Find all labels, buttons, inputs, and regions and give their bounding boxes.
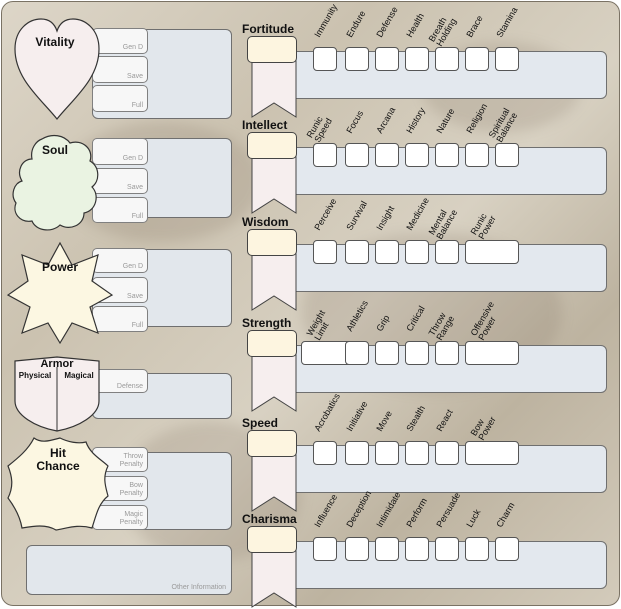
field-label: Gen D xyxy=(122,155,143,162)
speed-skill-5-field[interactable] xyxy=(435,441,459,465)
power-gen-d-field[interactable]: Gen D xyxy=(92,248,148,273)
power-full-field[interactable]: Full xyxy=(92,306,148,332)
field-label: Full xyxy=(131,322,143,329)
field-label: Save xyxy=(127,184,143,191)
fortitude-skill-3-field[interactable] xyxy=(375,47,399,71)
field-label: Full xyxy=(131,102,143,109)
fortitude-skill-7-field[interactable] xyxy=(495,47,519,71)
intellect-skill-7-field[interactable] xyxy=(495,143,519,167)
fortitude-score-field[interactable] xyxy=(247,36,297,63)
speed-skill-1-field[interactable] xyxy=(313,441,337,465)
strength-title: Strength xyxy=(242,316,292,330)
star-icon xyxy=(6,241,114,345)
wisdom-skill-5-field[interactable] xyxy=(435,240,459,264)
charisma-skill-2-field[interactable] xyxy=(345,537,369,561)
fortitude-skill-2-field[interactable] xyxy=(345,47,369,71)
speed-score-field[interactable] xyxy=(247,430,297,457)
fortitude-skill-5-field[interactable] xyxy=(435,47,459,71)
charisma-skill-1-field[interactable] xyxy=(313,537,337,561)
field-label: Full xyxy=(131,213,143,220)
strength-skill-2-field[interactable] xyxy=(345,341,369,365)
armor-magical-label: Magical xyxy=(64,371,94,380)
strength-skill-6-field[interactable] xyxy=(465,341,519,365)
fortitude-skill-1-field[interactable] xyxy=(313,47,337,71)
field-label: Defense xyxy=(116,383,143,390)
soul-save-field[interactable]: Save xyxy=(92,168,148,194)
soul-full-field[interactable]: Full xyxy=(92,197,148,223)
charisma-score-field[interactable] xyxy=(247,526,297,553)
cloud-icon xyxy=(12,133,100,233)
charisma-title: Charisma xyxy=(242,512,297,526)
intellect-skill-2-field[interactable] xyxy=(345,143,369,167)
strength-skill-5-field[interactable] xyxy=(435,341,459,365)
field-label: Gen D xyxy=(122,44,143,51)
other-information-field[interactable]: Other Information xyxy=(26,545,232,595)
field-label: Bow Penalty xyxy=(119,481,143,497)
wisdom-skill-2-field[interactable] xyxy=(345,240,369,264)
intellect-title: Intellect xyxy=(242,118,288,132)
fortitude-skill-6-field[interactable] xyxy=(465,47,489,71)
soul-gen-d-field[interactable]: Gen D xyxy=(92,138,148,165)
intellect-skill-1-field[interactable] xyxy=(313,143,337,167)
fortitude-title: Fortitude xyxy=(242,22,294,36)
speed-skill-2-field[interactable] xyxy=(345,441,369,465)
hit-chance-label: Hit Chance xyxy=(36,446,80,474)
burst-icon xyxy=(6,436,110,532)
charisma-skill-4-field[interactable] xyxy=(405,537,429,561)
speed-skill-6-field[interactable] xyxy=(465,441,519,465)
field-label: Save xyxy=(127,293,143,300)
armor-physical-label: Physical xyxy=(18,371,52,380)
strength-skill-4-field[interactable] xyxy=(405,341,429,365)
wisdom-skill-6-field[interactable] xyxy=(465,240,519,264)
charisma-skill-7-field[interactable] xyxy=(495,537,519,561)
speed-skill-4-field[interactable] xyxy=(405,441,429,465)
armor-label: Armor xyxy=(40,358,74,370)
charisma-skill-5-field[interactable] xyxy=(435,537,459,561)
fortitude-skill-4-field[interactable] xyxy=(405,47,429,71)
vitality-label: Vitality xyxy=(35,35,75,49)
strength-score-field[interactable] xyxy=(247,330,297,357)
field-label: Gen D xyxy=(122,263,143,270)
intellect-skill-6-field[interactable] xyxy=(465,143,489,167)
wisdom-skill-3-field[interactable] xyxy=(375,240,399,264)
vitality-full-field[interactable]: Full xyxy=(92,85,148,112)
armor-defense-field[interactable]: Defense xyxy=(92,369,148,393)
other-information-label: Other Information xyxy=(171,584,226,591)
speed-skill-3-field[interactable] xyxy=(375,441,399,465)
field-label: Magic Penalty xyxy=(119,510,143,526)
heart-icon xyxy=(11,15,103,121)
charisma-skill-3-field[interactable] xyxy=(375,537,399,561)
shield-icon xyxy=(13,355,101,433)
intellect-score-field[interactable] xyxy=(247,132,297,159)
soul-label: Soul xyxy=(42,143,68,157)
charisma-skill-6-field[interactable] xyxy=(465,537,489,561)
strength-skill-3-field[interactable] xyxy=(375,341,399,365)
wisdom-score-field[interactable] xyxy=(247,229,297,256)
intellect-skill-3-field[interactable] xyxy=(375,143,399,167)
vitality-gen-d-field[interactable]: Gen D xyxy=(92,28,148,54)
wisdom-skill-1-field[interactable] xyxy=(313,240,337,264)
intellect-skill-5-field[interactable] xyxy=(435,143,459,167)
intellect-skill-4-field[interactable] xyxy=(405,143,429,167)
magic-penalty-field[interactable]: Magic Penalty xyxy=(92,505,148,530)
wisdom-skill-4-field[interactable] xyxy=(405,240,429,264)
speed-title: Speed xyxy=(242,416,279,430)
wisdom-title: Wisdom xyxy=(242,215,289,229)
field-label: Save xyxy=(127,73,143,80)
field-label: Throw Penalty xyxy=(119,452,143,468)
power-label: Power xyxy=(41,260,78,274)
